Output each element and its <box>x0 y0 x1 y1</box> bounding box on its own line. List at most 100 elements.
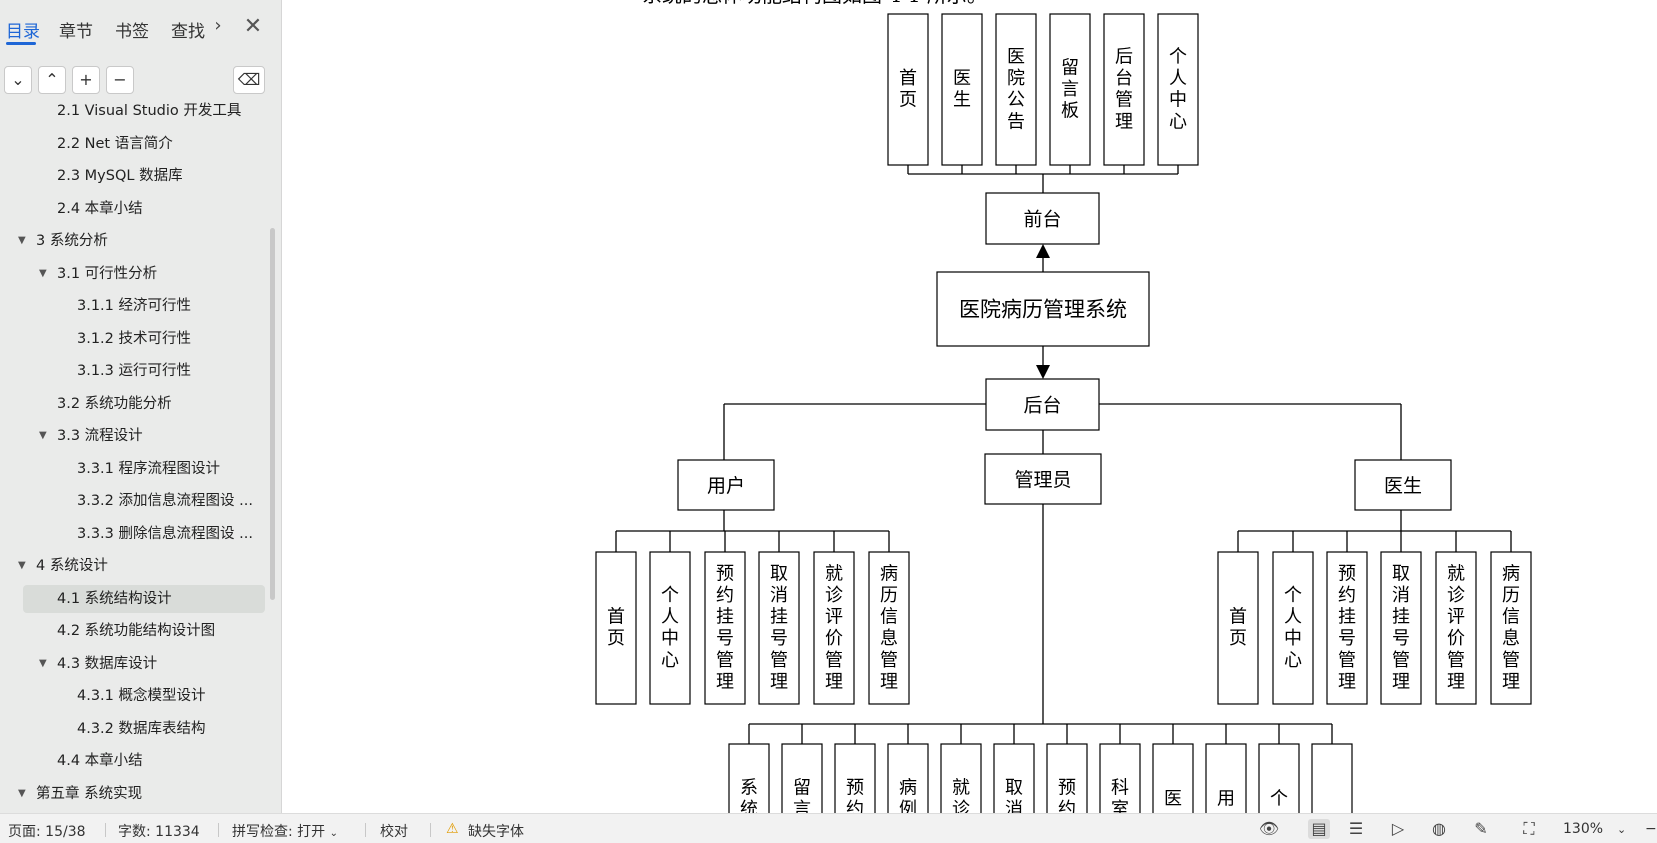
toc-item-label: 4 系统设计 <box>36 558 108 574</box>
chevron-right-icon[interactable]: › <box>205 13 231 41</box>
remove-heading-button[interactable]: − <box>106 66 134 94</box>
admin-module-box <box>834 743 876 813</box>
toc-item[interactable]: ▼ 3 系统分析 <box>0 227 266 255</box>
toc-item[interactable]: 2.3 MySQL 数据库 <box>0 162 266 190</box>
admin-module-box <box>781 743 823 813</box>
toc-item[interactable]: 4.3.2 数据库表结构 <box>0 715 266 743</box>
caret-down-icon[interactable]: ▼ <box>39 267 47 279</box>
user-module-label: 取消挂号管理 <box>770 563 788 692</box>
caret-down-icon[interactable]: ▼ <box>39 657 47 669</box>
tab-chapters[interactable]: 章节 <box>59 22 93 42</box>
missing-fonts-link[interactable]: 缺失字体 <box>468 824 524 840</box>
outline-view-icon[interactable]: ☰ <box>1348 819 1364 838</box>
toc-item[interactable]: ▼ 3.1 可行性分析 <box>0 260 266 288</box>
caret-down-icon[interactable]: ▼ <box>39 430 47 441</box>
toc-item-label: 3 系统分析 <box>36 233 108 249</box>
admin-module-box <box>1205 743 1247 813</box>
spellcheck-toggle[interactable]: 拼写检查: 打开 ⌄ <box>232 821 338 841</box>
tab-toc[interactable]: 目录 <box>6 22 40 42</box>
toc-item[interactable]: 2.4 本章小结 <box>0 195 266 223</box>
play-icon[interactable]: ▷ <box>1391 819 1405 838</box>
fit-window-icon[interactable]: ⛶ <box>1523 819 1535 838</box>
admin-module-label: 用 <box>1217 788 1235 809</box>
frontend-module-label: 后台管理 <box>1115 47 1133 133</box>
toc-item-label: 3.1 可行性分析 <box>57 265 158 282</box>
admin-module-label: 病例 <box>899 778 917 813</box>
eye-icon[interactable]: 👁 <box>1258 819 1280 838</box>
user-role-node-box <box>677 459 775 511</box>
caret-down-icon[interactable]: ▼ <box>18 787 26 799</box>
toc-item[interactable]: 3.3.3 删除信息流程图设 ... <box>0 520 266 548</box>
frontend-module-label: 医生 <box>953 68 971 111</box>
zoom-out-button[interactable]: − <box>1645 821 1657 837</box>
toc-item[interactable]: ▼ 3.3 流程设计 <box>0 422 266 450</box>
toc-item[interactable]: 4.2 系统功能结构设计图 <box>0 617 266 645</box>
toc-item-label: 4.4 本章小结 <box>57 753 143 769</box>
collapse-up-button[interactable]: ⌃ <box>38 66 66 94</box>
active-tab-indicator <box>6 42 36 45</box>
toc-item[interactable]: ▼ 4 系统设计 <box>0 552 266 580</box>
tab-bookmarks[interactable]: 书签 <box>115 22 149 42</box>
admin-module-box <box>1099 743 1141 813</box>
root-node-label: 医院病历管理系统 <box>959 298 1127 322</box>
admin-module-label: 预约 <box>846 778 864 813</box>
toc-item[interactable]: ▼4.3 数据库设计 <box>0 650 266 678</box>
doctor-module-box <box>1272 551 1314 705</box>
word-count[interactable]: 字数: 11334 <box>118 824 200 840</box>
toc-item[interactable]: 3.1.3 运行可行性 <box>0 357 266 385</box>
toc-item[interactable]: 2.2 Net 语言简介 <box>0 130 266 158</box>
toc-item-label: 2.2 Net 语言简介 <box>57 135 173 152</box>
close-icon[interactable]: ✕ <box>243 14 263 39</box>
zoom-level[interactable]: 130% <box>1563 821 1604 837</box>
doctor-module-label: 预约挂号管理 <box>1338 563 1356 692</box>
caption-text: 系统的总体功能结构图如图 4-1 所示。 <box>642 0 987 7</box>
toc-item-label: 2.3 MySQL 数据库 <box>57 168 183 184</box>
frontend-module-box <box>995 13 1037 166</box>
pen-icon[interactable]: ✎ <box>1474 819 1488 838</box>
user-module-box <box>649 551 691 705</box>
doctor-module-box <box>1217 551 1259 705</box>
doctor-module-box <box>1490 551 1532 705</box>
globe-icon[interactable]: ◍ <box>1432 819 1446 838</box>
toc-item[interactable]: 3.2 系统功能分析 <box>0 390 266 418</box>
toc-item-label: 3.3 流程设计 <box>57 428 143 444</box>
admin-module-label: 科室 <box>1111 778 1129 813</box>
chevron-down-icon[interactable]: ⌄ <box>1617 823 1627 836</box>
page-indicator[interactable]: 页面: 15/38 <box>8 824 86 840</box>
warning-icon: ⚠ <box>446 821 459 837</box>
admin-role-node-box <box>984 453 1102 505</box>
toc-item[interactable]: 4.1 系统结构设计 <box>23 584 265 613</box>
doctor-module-label: 取消挂号管理 <box>1392 563 1410 692</box>
user-module-label: 病历信息管理 <box>880 563 898 692</box>
toc-item-label: 4.3.2 数据库表结构 <box>77 720 206 737</box>
toc-item[interactable]: 3.3.1 程序流程图设计 <box>0 455 266 483</box>
toc-item[interactable]: 2.1 Visual Studio 开发工具 <box>0 100 266 125</box>
add-heading-button[interactable]: + <box>72 66 100 94</box>
caret-down-icon[interactable]: ▼ <box>18 235 26 246</box>
chevron-down-icon: ⌄ <box>329 828 339 839</box>
toc-scrollbar[interactable] <box>270 228 275 600</box>
expand-down-button[interactable]: ⌄ <box>4 66 32 94</box>
backend-node-box <box>985 378 1100 431</box>
toc-item[interactable]: 3.1.2 技术可行性 <box>0 325 266 353</box>
eraser-icon[interactable]: ⌫ <box>233 66 265 94</box>
doctor-module-label: 个人中心 <box>1284 585 1302 671</box>
toc-item-label: 3.1.2 技术可行性 <box>77 330 192 347</box>
frontend-module-box <box>887 13 929 166</box>
sidebar-tabs: 目录 章节 书签 查找 › ✕ <box>0 0 282 56</box>
page-view-icon[interactable]: ▤ <box>1308 819 1330 839</box>
doctor-module-box <box>1326 551 1368 705</box>
toc-item[interactable]: 4.3.1 概念模型设计 <box>0 682 266 710</box>
function-structure-diagram: 系统的总体功能结构图如图 4-1 所示。首页医生医院公告留言板后台管理个人中心前… <box>595 0 1532 813</box>
toc-item[interactable]: 4.4 本章小结 <box>0 747 266 775</box>
toc-item[interactable]: 3.3.2 添加信息流程图设 ... <box>0 487 266 515</box>
doctor-module-label: 就诊评价管理 <box>1447 563 1465 692</box>
tab-find[interactable]: 查找 <box>171 22 205 42</box>
admin-module-label: 取消 <box>1005 778 1023 813</box>
toc-item[interactable]: ▼第五章 系统实现 <box>0 780 266 808</box>
frontend-module-box <box>1049 13 1091 166</box>
toc-item-label: 4.1 系统结构设计 <box>57 590 172 607</box>
caret-down-icon[interactable]: ▼ <box>18 560 26 571</box>
proofread-button[interactable]: 校对 <box>380 824 408 840</box>
toc-item[interactable]: 3.1.1 经济可行性 <box>0 292 266 320</box>
